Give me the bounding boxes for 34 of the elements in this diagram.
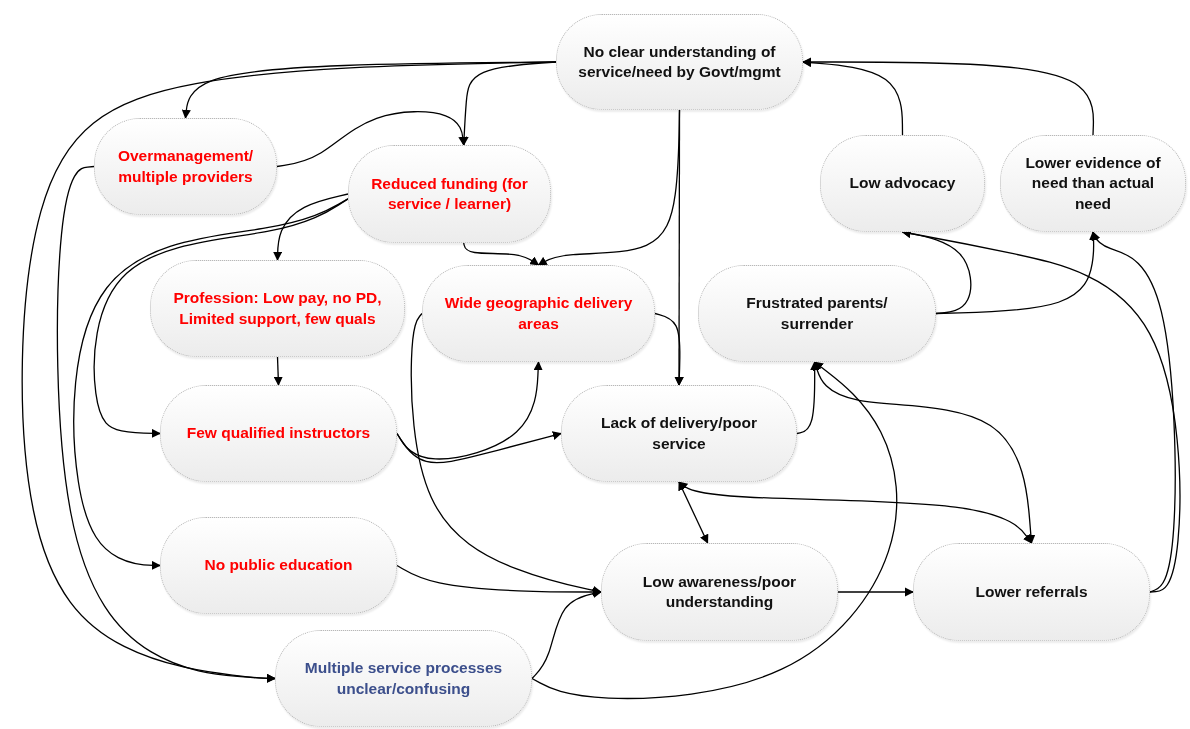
arrow xyxy=(463,242,540,266)
node-label: Few qualified instructors xyxy=(186,423,371,444)
node-label: Lower evidence of need than actual need xyxy=(1024,153,1162,214)
arrow xyxy=(396,431,562,464)
arrow xyxy=(276,111,468,168)
node-label: Multiple service processes unclear/confusing xyxy=(303,658,504,699)
node-label: No public education xyxy=(204,555,353,576)
arrow xyxy=(93,198,349,438)
node-label: Reduced funding (for service / learner) xyxy=(370,173,529,214)
rounded-box xyxy=(94,118,277,215)
node-label: Lower referrals xyxy=(975,581,1088,602)
arrow xyxy=(273,356,283,386)
arrow xyxy=(796,361,820,435)
node-label: Lack of delivery/poor service xyxy=(600,413,758,454)
node-label: Profession: Low pay, no PD, Limited support, few quals xyxy=(172,288,383,329)
arrow xyxy=(273,193,349,261)
arrow xyxy=(678,481,709,544)
arrow xyxy=(531,361,898,700)
arrow xyxy=(1091,231,1176,593)
arrow xyxy=(654,312,684,386)
arrow xyxy=(56,165,276,683)
arrow xyxy=(73,198,349,570)
arrow xyxy=(802,57,1095,136)
node-label: Overmanagement/ multiple providers xyxy=(116,146,255,187)
node-label: No clear understanding of service/need by Govt/mgmt xyxy=(577,41,782,82)
arrow xyxy=(410,312,602,595)
arrow xyxy=(837,587,914,597)
rounded-box xyxy=(601,543,838,641)
node-label: Low awareness/poor understanding xyxy=(641,571,798,612)
arrow xyxy=(678,481,1033,544)
node-label: Wide geographic delivery areas xyxy=(443,293,634,334)
arrow xyxy=(531,589,602,680)
node-label: Frustrated parents/ surrender xyxy=(745,293,889,334)
node-label: Low advocacy xyxy=(849,173,956,194)
